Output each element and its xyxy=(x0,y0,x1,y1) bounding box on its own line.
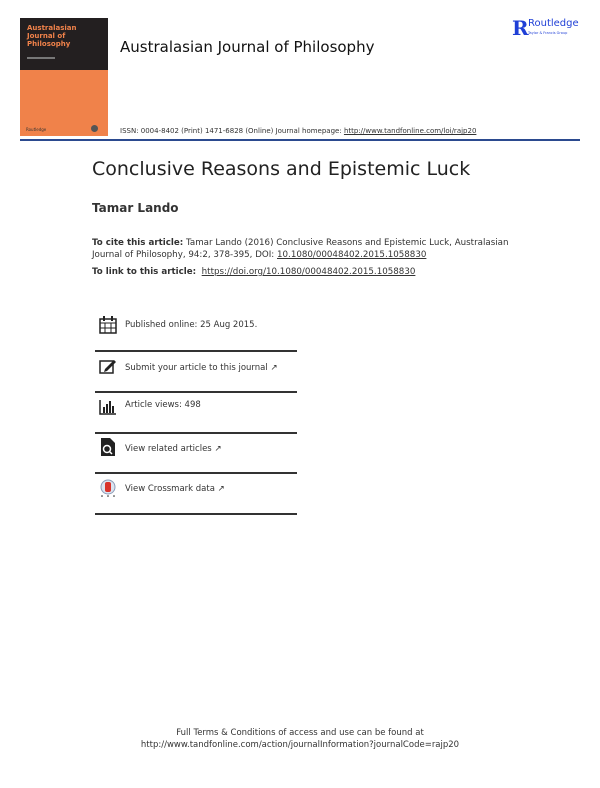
external-link-icon: ↗ xyxy=(217,484,225,494)
header-rule xyxy=(20,139,580,141)
journal-homepage-link[interactable]: http://www.tandfonline.com/loi/rajp20 xyxy=(343,127,477,135)
footer: Full Terms & Conditions of access and us… xyxy=(0,727,600,751)
crossmark-link[interactable]: View Crossmark data ↗ xyxy=(95,473,297,515)
journal-cover-image: Australasian Journal of Philosophy Routl… xyxy=(20,18,108,136)
routledge-r-icon: R xyxy=(512,16,529,40)
routledge-logo: R Routledge Taylor & Francis Group xyxy=(512,16,579,40)
footer-terms-text: Full Terms & Conditions of access and us… xyxy=(176,728,424,738)
related-articles-link[interactable]: View related articles ↗ xyxy=(95,432,297,474)
footer-terms-link[interactable]: http://www.tandfonline.com/action/journa… xyxy=(140,740,460,750)
edit-icon xyxy=(99,360,116,374)
cover-title: Australasian Journal of Philosophy xyxy=(27,24,77,48)
issn-line: ISSN: 0004-8402 (Print) 1471-6828 (Onlin… xyxy=(120,127,477,135)
article-views-item: Article views: 498 xyxy=(95,392,297,434)
external-link-icon: ↗ xyxy=(214,444,222,454)
submit-article-link[interactable]: Submit your article to this journal ↗ xyxy=(95,351,297,393)
article-title: Conclusive Reasons and Epistemic Luck xyxy=(92,158,471,180)
bar-chart-icon xyxy=(99,400,116,415)
article-author: Tamar Lando xyxy=(92,201,179,215)
cover-publisher: Routledge xyxy=(26,127,47,132)
citation: To cite this article: Tamar Lando (2016)… xyxy=(92,238,509,260)
journal-title: Australasian Journal of Philosophy xyxy=(120,38,375,56)
article-url-link[interactable]: https://doi.org/10.1080/00048402.2015.10… xyxy=(201,267,416,277)
external-link-icon: ↗ xyxy=(270,363,278,373)
article-link-line: To link to this article: https://doi.org… xyxy=(92,267,416,277)
doi-link[interactable]: 10.1080/00048402.2015.1058830 xyxy=(277,250,427,260)
calendar-icon xyxy=(99,316,117,334)
document-search-icon xyxy=(101,438,115,456)
crossmark-icon xyxy=(100,479,116,497)
published-online-item: Published online: 25 Aug 2015. xyxy=(95,310,297,352)
